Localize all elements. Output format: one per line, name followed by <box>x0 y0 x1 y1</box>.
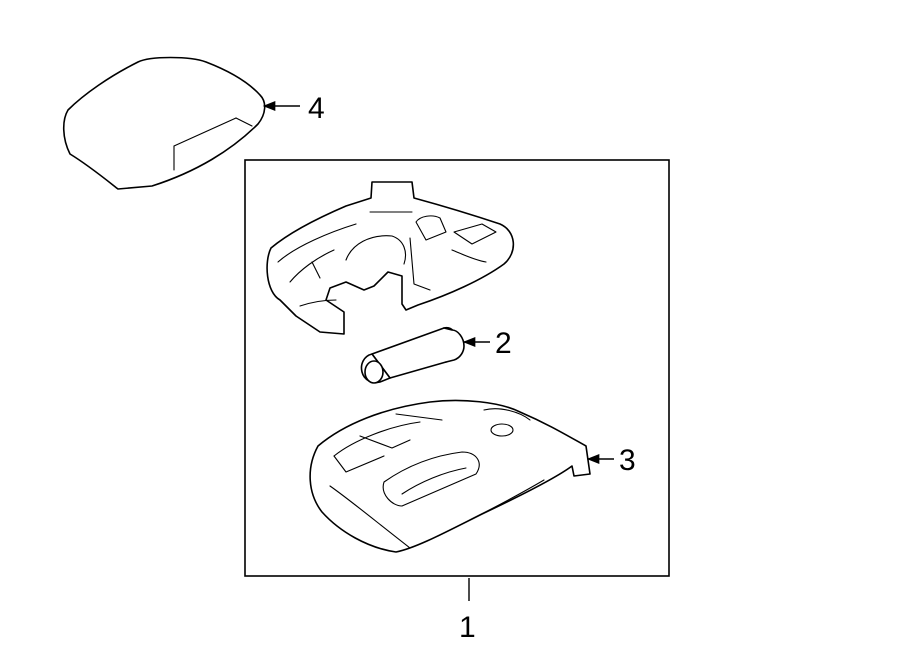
callout-4: 4 <box>308 92 325 125</box>
callout-1: 1 <box>459 611 476 644</box>
callout-3: 3 <box>619 444 636 477</box>
lamp-housing-part[interactable] <box>266 181 515 335</box>
callout-2: 2 <box>495 327 512 360</box>
lens-cover-part[interactable] <box>62 56 266 190</box>
bulb-part[interactable] <box>360 326 465 384</box>
assembly-box <box>244 159 670 577</box>
base-plate-part[interactable] <box>309 399 591 553</box>
